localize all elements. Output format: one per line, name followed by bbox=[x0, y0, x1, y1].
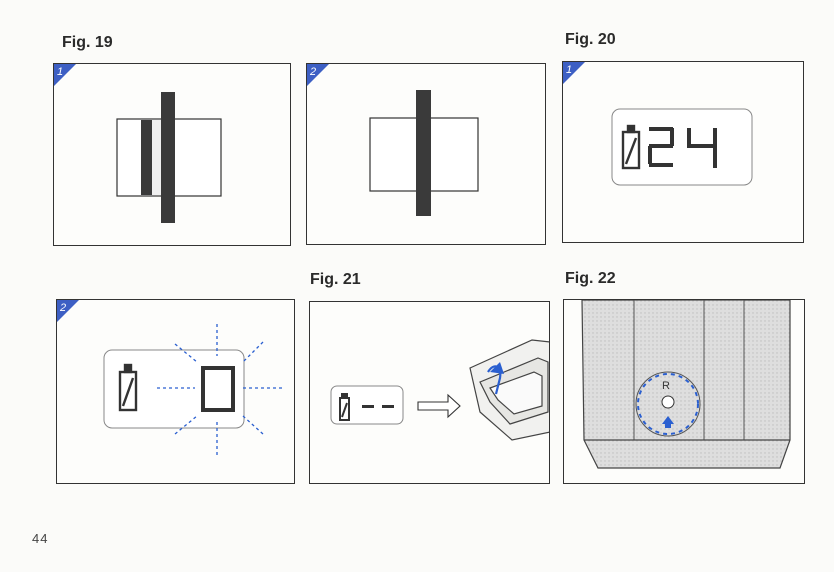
rewind-button-diagram: R bbox=[564, 300, 804, 483]
step-badge: 1 bbox=[563, 62, 585, 84]
step-badge: 2 bbox=[57, 300, 79, 322]
step-badge: 1 bbox=[54, 64, 76, 86]
fig-19-panel-1: 1 bbox=[53, 63, 291, 246]
film-loading-diagram-2 bbox=[307, 64, 545, 244]
fig-22-caption: Fig. 22 bbox=[565, 270, 616, 288]
battery-low-indicator-diagram: - - bbox=[310, 302, 549, 483]
svg-text:24: 24 bbox=[683, 71, 685, 73]
lcd-display-24: 24 bbox=[563, 62, 803, 242]
fig-20-panel: 1 24 bbox=[562, 61, 804, 243]
blinking-zero-panel: 2 0 bbox=[56, 299, 295, 484]
page-number: 44 bbox=[32, 531, 48, 546]
rewind-button-label: R bbox=[662, 380, 670, 392]
fig-20-caption: Fig. 20 bbox=[565, 31, 616, 49]
svg-text:0: 0 bbox=[177, 309, 178, 311]
lcd-display-blinking-0: 0 bbox=[57, 300, 294, 483]
step-badge: 2 bbox=[307, 64, 329, 86]
fig-22-panel: R bbox=[563, 299, 805, 484]
film-loading-diagram-1 bbox=[54, 64, 290, 245]
fig-21-caption: Fig. 21 bbox=[310, 271, 361, 289]
fig-19-panel-2: 2 bbox=[306, 63, 546, 245]
svg-text:- -: - - bbox=[430, 311, 432, 313]
fig-19-caption: Fig. 19 bbox=[62, 34, 113, 52]
fig-21-panel: - - bbox=[309, 301, 550, 484]
